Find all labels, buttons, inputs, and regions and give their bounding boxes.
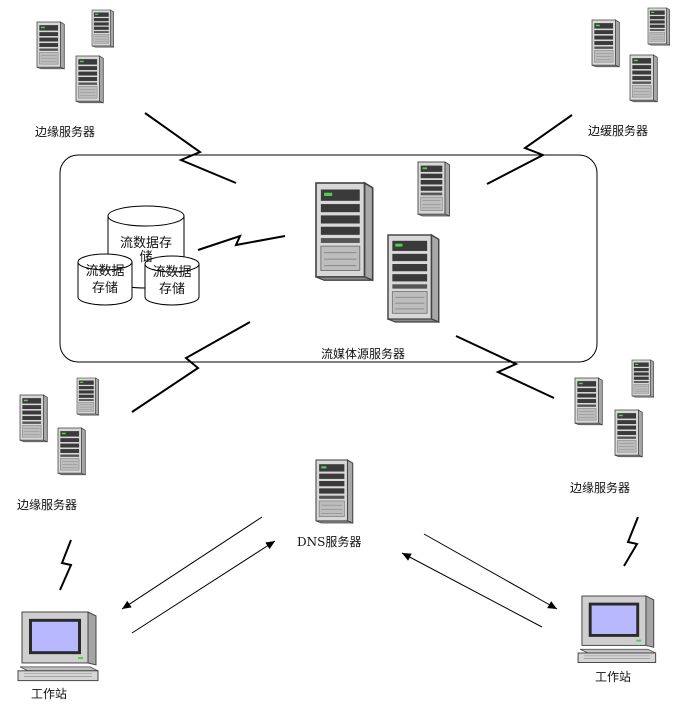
database-small-right-label-line1: 流数据 [152,265,192,280]
arrow-dns-to-ws-left-icon [121,516,263,610]
link-ws-left-lightning-icon [59,539,73,591]
workstation-right-label: 工作站 [595,670,632,684]
database-large-label: 流数据存 储 [108,235,184,266]
database-small-left-label: 流数据 存储 [78,263,132,297]
link-ws-right-lightning-icon [623,516,639,567]
link-storage-lightning-icon [197,234,286,251]
link-top-left-lightning-icon [144,112,237,184]
workstation-left-label: 工作站 [31,687,68,701]
origin-cluster-box [59,154,598,363]
edge-server-mid-right-icon [574,359,655,458]
dns-server-label: DNS服务器 [297,535,362,549]
edge-server-mid-left-icon [19,377,100,476]
database-small-left-icon [77,253,133,306]
database-small-right-label-line2: 存储 [158,282,185,297]
arrow-ws-left-to-dns-icon [131,540,276,634]
database-large-label-line2: 储 [139,250,153,265]
edge-server-top-right-icon [591,7,671,103]
edge-server-mid-right-label: 边缘服务器 [570,481,631,495]
link-mid-right-lightning-icon [455,335,555,399]
edge-server-top-right-label: 边缓服务器 [588,124,649,138]
link-mid-left-lightning-icon [131,321,251,413]
database-small-left-label-line2: 存储 [91,281,118,296]
database-small-left-label-line1: 流数据 [85,264,125,279]
origin-server-icon [315,161,450,323]
edge-server-top-left-icon [36,9,115,104]
workstation-right-icon [577,595,657,663]
link-top-right-lightning-icon [486,114,573,185]
database-small-right-label: 流数据 存储 [145,264,199,298]
edge-server-mid-left-label: 边缘服务器 [17,498,78,512]
origin-server-label: 流媒体源服务器 [321,347,406,361]
dns-server-icon [315,459,354,524]
workstation-left-icon [17,611,99,682]
database-small-right-icon [144,255,200,306]
arrow-dns-to-ws-right-icon [423,533,558,610]
edge-server-top-left-label: 边缘服务器 [35,125,96,139]
arrow-ws-right-to-dns-icon [401,552,543,628]
database-large-label-line1: 流数据存 [119,236,172,251]
